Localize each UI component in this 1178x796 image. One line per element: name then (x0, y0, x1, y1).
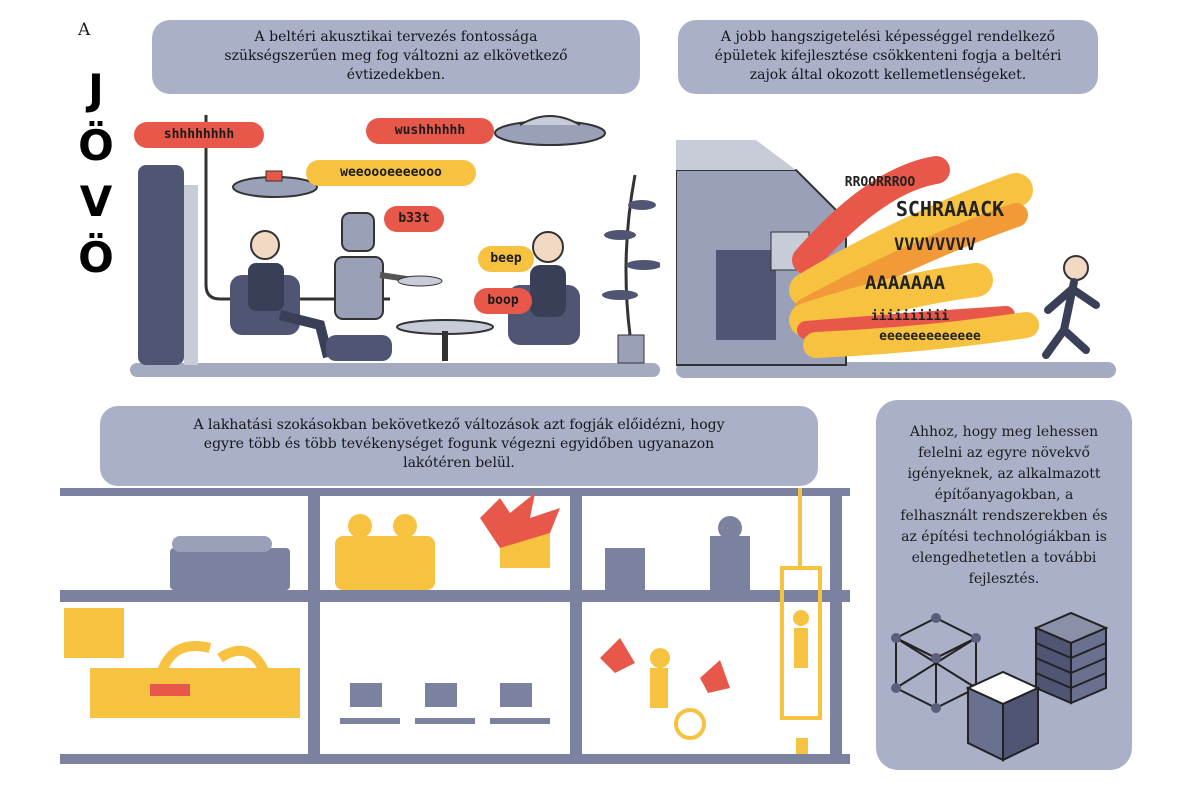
panel4-caption-line: felhasznált rendszerekben és (900, 508, 1108, 524)
title-letter-4: Ö (78, 233, 114, 282)
sound-bubble: b33t (384, 206, 444, 232)
vertical-title: J Ö V Ö (76, 62, 116, 286)
panel3-caption: A lakhatási szokásokban bekövetkező vált… (100, 406, 818, 486)
panel2-caption: A jobb hangszigetelési képességgel rende… (678, 20, 1098, 94)
panel2-caption-line: zajok által okozott kellemetlenségeket. (749, 67, 1027, 83)
sound-text: VVVVVVVV (894, 235, 976, 255)
sound-bubble: beep (478, 246, 534, 272)
panel3-caption-line: lakótéren belül. (403, 455, 515, 471)
panel1-caption: A beltéri akusztikai tervezés fontossága… (152, 20, 640, 94)
panel4-caption-line: felelni az egyre növekvő (918, 445, 1090, 461)
sound-text: iiiiiiiiii (870, 309, 950, 324)
panel4-caption-line: fejlesztés. (968, 571, 1040, 587)
sound-bubble: shhhhhhhh (134, 122, 264, 148)
panel4-caption-line: az építési technológiákban is (901, 529, 1107, 545)
sound-text: eeeeeeeeeeeee (879, 329, 981, 344)
panel1-illustration (130, 115, 660, 377)
panel2-caption-line: A jobb hangszigetelési képességgel rende… (720, 29, 1056, 45)
sound-text: RROORRROO (844, 175, 916, 190)
sound-bubble: wushhhhhh (366, 118, 494, 144)
panel1-caption-line: szükségszerűen meg fog változni az elköv… (224, 48, 568, 64)
title-letter-3: V (79, 177, 113, 226)
panel2-illustration (676, 140, 1116, 378)
title-letter-2: Ö (78, 121, 114, 170)
panel1-caption-line: évtizedekben. (346, 67, 446, 83)
title-letter-1: J (88, 65, 104, 114)
panel4-caption-line: igényeknek, az alkalmazott (907, 466, 1101, 482)
panel2-caption-line: épületek kifejlesztése csökkenteni fogja… (714, 48, 1062, 64)
panel3-caption-line: A lakhatási szokásokban bekövetkező vált… (193, 417, 725, 433)
panel4-caption-line: Ahhoz, hogy meg lehessen (909, 424, 1099, 440)
panel4-materials (891, 611, 1109, 762)
panel1-caption-line: A beltéri akusztikai tervezés fontossága (254, 29, 538, 45)
panel4-caption-line: elengedhetetlen a további (911, 550, 1097, 566)
panel4-caption-line: építőanyagokban, a (934, 487, 1074, 503)
sound-text: AAAAAAA (864, 272, 946, 294)
sound-bubble: boop (474, 288, 532, 314)
sound-bubble: weeoooeeeeooo (306, 160, 476, 186)
page-letter: A (78, 20, 91, 40)
panel3-building (60, 488, 850, 764)
panel3-caption-line: egyre több és több tevékenységet fogunk … (203, 436, 715, 452)
panel4-caption: Ahhoz, hogy meg lehessen felelni az egyr… (876, 422, 1132, 590)
sound-text: SCHRAAACK (895, 197, 1005, 221)
